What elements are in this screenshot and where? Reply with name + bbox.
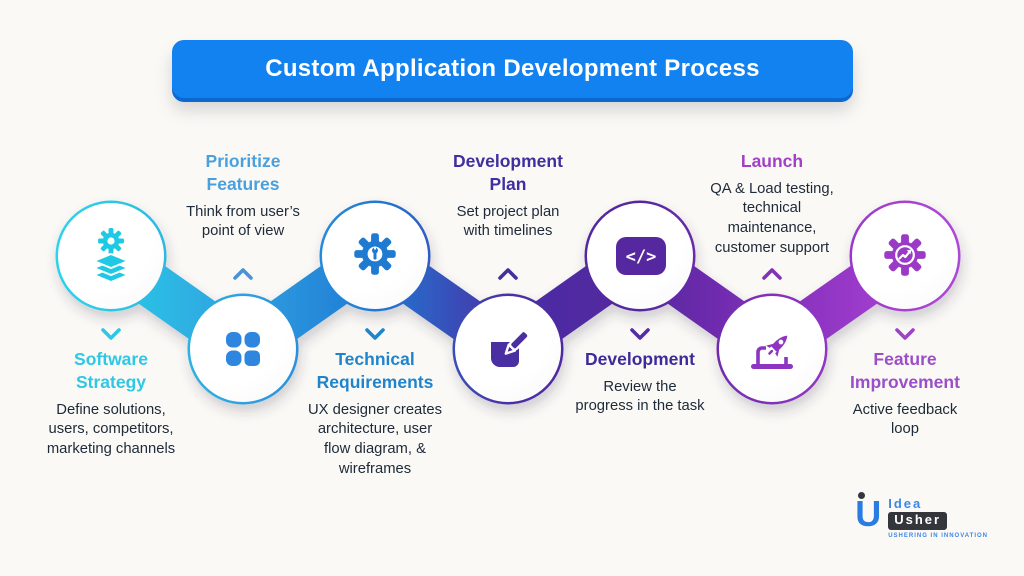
step-title: Technical Requirements [316,349,434,392]
step-description: Think from user’s point of view [186,203,300,240]
notepad-pencil-icon [491,329,530,367]
logo-mark: U [855,492,885,538]
logo-tagline: USHERING IN INNOVATION [888,532,988,539]
chevron-down-icon [630,328,650,340]
step-description: Review the progress in the task [575,378,705,415]
clover-grid-icon [226,332,260,366]
chevron-down-icon [895,328,915,340]
node-launch [719,296,825,402]
step-title: Launch [740,151,804,171]
step-title: Development [585,349,695,369]
chevron-up-icon [762,268,782,280]
step-label-development: Development Review the progress in the t… [540,348,740,417]
logo-line-usher: Usher [888,512,948,530]
step-title: Prioritize Features [205,151,281,194]
step-label-software-strategy: Software Strategy Define solutions, user… [21,348,201,460]
step-description: Active feedback loop [852,401,958,438]
step-label-prioritize-features: Prioritize Features Think from user’s po… [153,150,333,242]
chevron-down-icon [101,328,121,340]
step-label-technical-requirements: Technical Requirements UX designer creat… [280,348,470,479]
step-title: Development Plan [453,151,563,194]
step-title: Feature Improvement [850,349,960,392]
step-label-feature-improvement: Feature Improvement Active feedback loop [815,348,995,440]
node-prioritize-features [190,296,296,402]
chevron-up-icon [233,268,253,280]
idea-usher-logo: U Idea Usher USHERING IN INNOVATION [855,492,988,539]
chevron-up-icon [498,268,518,280]
logo-letter: U [855,493,882,534]
step-description: Set project plan with timelines [456,203,560,240]
logo-text: Idea Usher USHERING IN INNOVATION [888,492,988,539]
step-description: Define solutions, users, competitors, ma… [46,401,176,457]
chevron-down-icon [365,328,385,340]
logo-line-idea: Idea [888,496,923,511]
svg-text:</>: </> [626,247,657,267]
page-title: Custom Application Development Process [265,55,760,82]
title-banner: Custom Application Development Process [172,40,853,98]
logo-dot-icon [858,492,866,499]
code-icon: </> [616,237,666,275]
gear-growth-icon [884,234,926,276]
gear-wrench-icon [354,233,396,275]
layers-gear-icon [91,228,131,284]
step-description: QA & Load testing, technical maintenance… [710,180,834,256]
step-title: Software Strategy [74,349,148,392]
laptop-rocket-icon [751,335,793,369]
step-label-development-plan: Development Plan Set project plan with t… [418,150,598,242]
step-description: UX designer creates architecture, user f… [307,401,443,477]
step-label-launch: Launch QA & Load testing, technical main… [677,150,867,258]
